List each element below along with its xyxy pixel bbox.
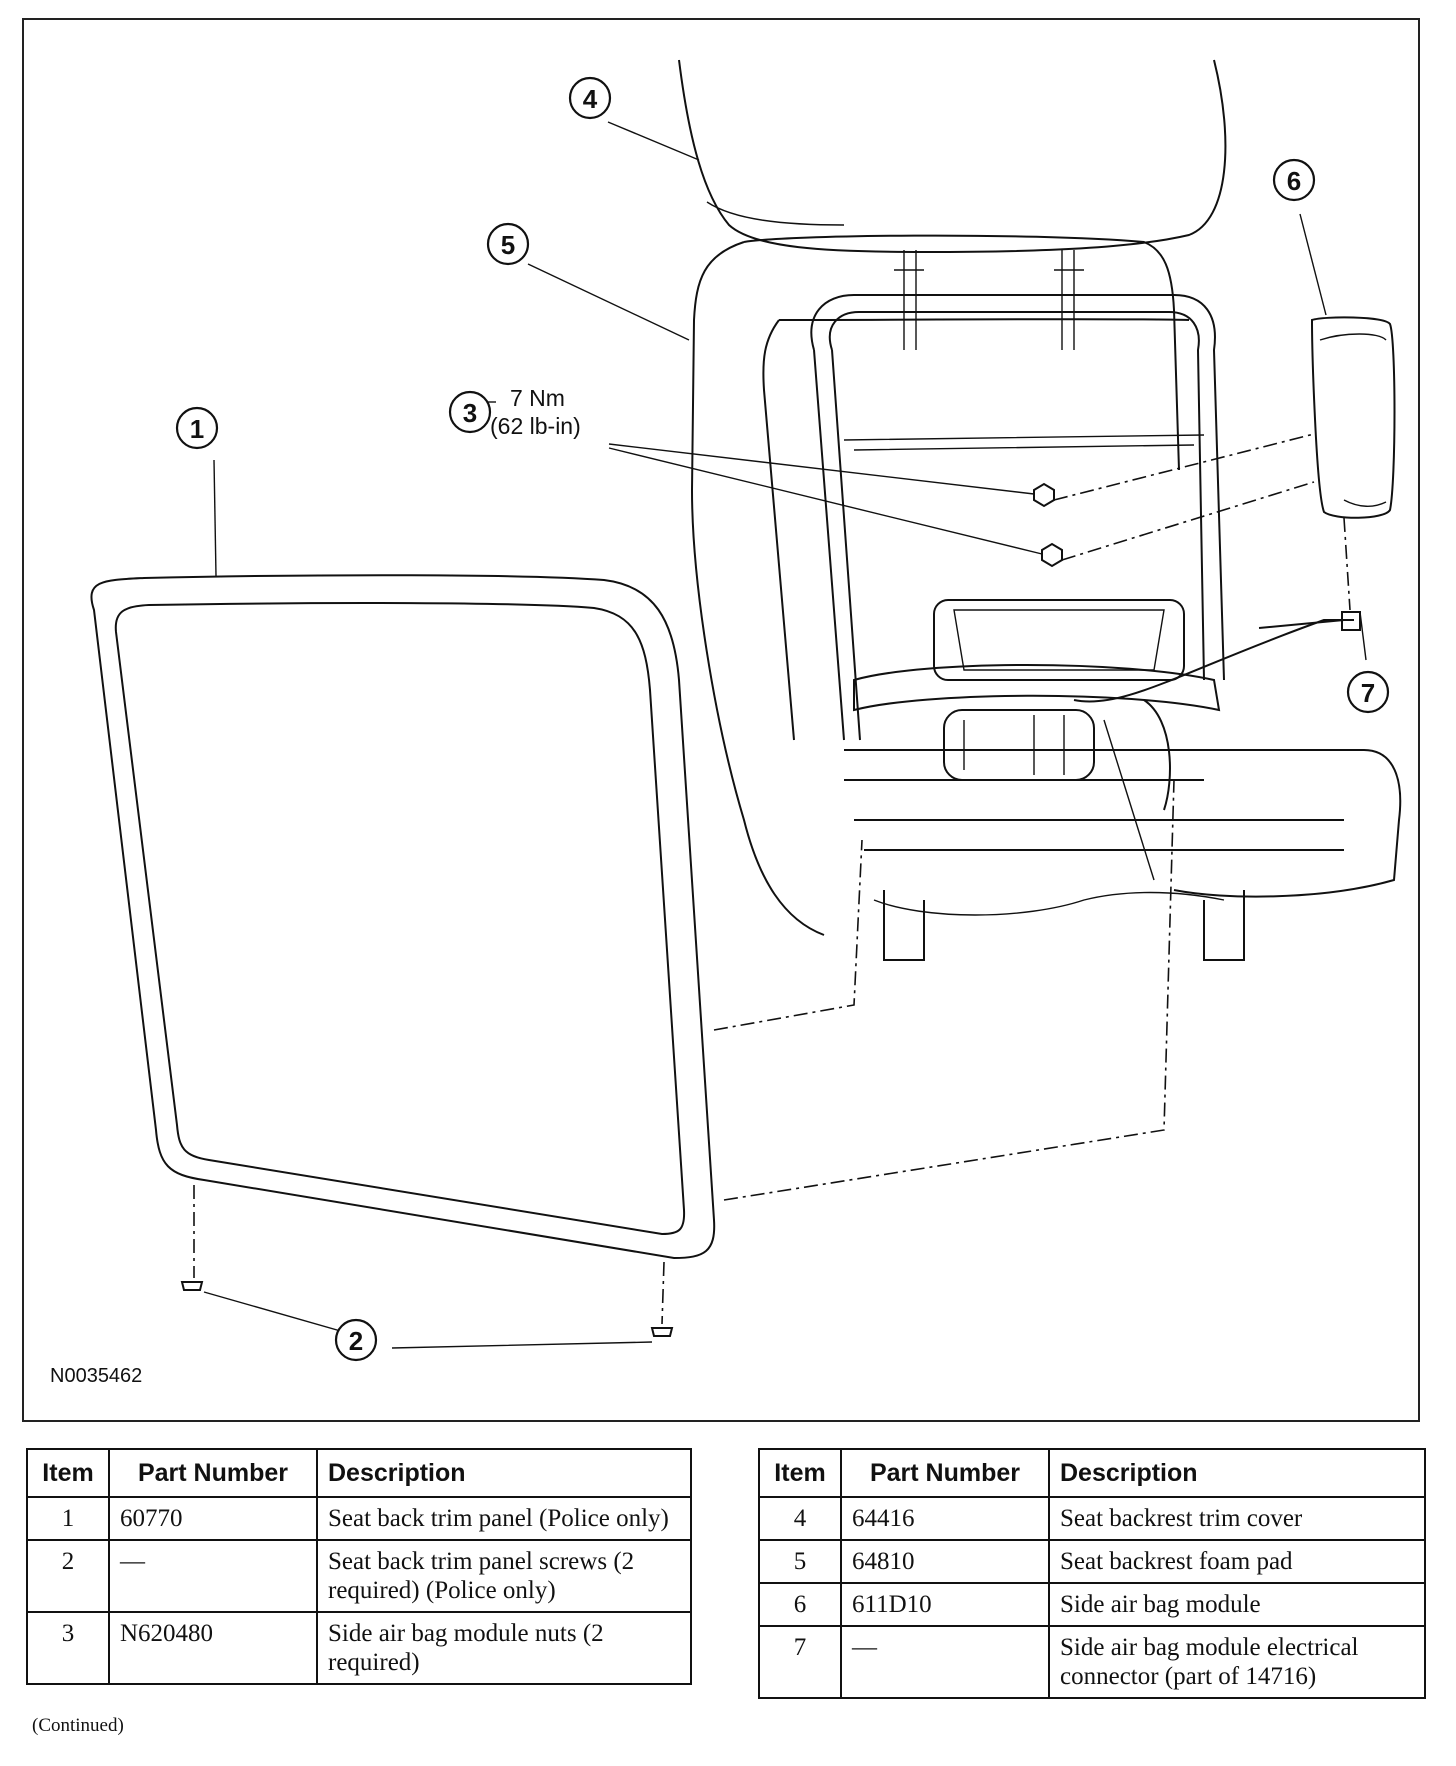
table-row: 6 611D10 Side air bag module — [758, 1582, 1426, 1627]
seat-back-trim-panel-screws — [180, 1281, 674, 1337]
part-number-cell: — — [840, 1625, 1050, 1699]
callout-6: 6 — [1272, 158, 1316, 202]
side-air-bag-module — [1310, 316, 1396, 519]
table-row: 3 N620480 Side air bag module nuts (2 re… — [26, 1611, 692, 1685]
torque-value: 7 Nm — [510, 385, 565, 411]
parts-table-left: Item Part Number Description 1 60770 Sea… — [26, 1448, 692, 1685]
side-air-bag-connector — [1258, 611, 1361, 631]
callout-label-4: 4 — [583, 84, 598, 114]
callout-5: 5 — [486, 222, 530, 266]
header-part-number: Part Number — [840, 1448, 1050, 1498]
torque-value-alt: (62 lb-in) — [490, 413, 581, 439]
parts-table-right: Item Part Number Description 4 64416 Sea… — [758, 1448, 1426, 1699]
table-header-row: Item Part Number Description — [758, 1448, 1426, 1498]
table-row: 4 64416 Seat backrest trim cover — [758, 1496, 1426, 1541]
seat-backrest-trim-cover — [678, 59, 1227, 254]
seat-diagram: 1 2 3 4 5 6 7 7 Nm (62 lb-in) N0035462 — [50, 59, 1402, 1387]
exploded-view-figure: 1 2 3 4 5 6 7 7 Nm (62 lb-in) N0035462 — [22, 18, 1420, 1422]
callout-1: 1 — [175, 406, 219, 450]
header-description: Description — [1048, 1448, 1426, 1498]
item-cell: 1 — [26, 1496, 110, 1541]
callout-label-6: 6 — [1287, 166, 1301, 196]
description-cell: Side air bag module nuts (2 required) — [316, 1611, 692, 1685]
table-row: 2 — Seat back trim panel screws (2 requi… — [26, 1539, 692, 1613]
figure-id: N0035462 — [50, 1365, 142, 1387]
leader-lines — [203, 121, 1367, 1349]
callout-label-5: 5 — [501, 230, 515, 260]
description-cell: Side air bag module — [1048, 1582, 1426, 1627]
header-item: Item — [26, 1448, 110, 1498]
part-number-cell: — — [108, 1539, 318, 1613]
part-number-cell: 64416 — [840, 1496, 1050, 1541]
table-row: 7 — Side air bag module electrical conne… — [758, 1625, 1426, 1699]
alignment-lines — [193, 433, 1351, 1325]
header-part-number: Part Number — [108, 1448, 318, 1498]
table-row: 1 60770 Seat back trim panel (Police onl… — [26, 1496, 692, 1541]
item-cell: 7 — [758, 1625, 842, 1699]
headrest-posts — [894, 250, 1084, 350]
part-number-cell: N620480 — [108, 1611, 318, 1685]
item-cell: 3 — [26, 1611, 110, 1685]
description-cell: Seat back trim panel screws (2 required)… — [316, 1539, 692, 1613]
callout-7: 7 — [1346, 670, 1390, 714]
header-item: Item — [758, 1448, 842, 1498]
table-row: 5 64810 Seat backrest foam pad — [758, 1539, 1426, 1584]
item-cell: 5 — [758, 1539, 842, 1584]
seat-back-trim-panel — [90, 574, 716, 1260]
item-cell: 6 — [758, 1582, 842, 1627]
callout-label-3: 3 — [463, 398, 477, 428]
seat-backrest-foam-pad — [690, 234, 1190, 936]
header-description: Description — [316, 1448, 692, 1498]
part-number-cell: 611D10 — [840, 1582, 1050, 1627]
callout-2: 2 — [334, 1318, 378, 1362]
callout-3: 3 — [448, 390, 492, 434]
continued-note: (Continued) — [32, 1715, 124, 1736]
callout-label-2: 2 — [349, 1326, 363, 1356]
part-number-cell: 60770 — [108, 1496, 318, 1541]
callout-label-7: 7 — [1361, 678, 1375, 708]
callout-label-1: 1 — [190, 414, 204, 444]
description-cell: Seat backrest trim cover — [1048, 1496, 1426, 1541]
item-cell: 2 — [26, 1539, 110, 1613]
callout-4: 4 — [568, 76, 612, 120]
description-cell: Seat back trim panel (Police only) — [316, 1496, 692, 1541]
description-cell: Side air bag module electrical connector… — [1048, 1625, 1426, 1699]
seat-frame — [810, 294, 1402, 961]
part-number-cell: 64810 — [840, 1539, 1050, 1584]
table-header-row: Item Part Number Description — [26, 1448, 692, 1498]
item-cell: 4 — [758, 1496, 842, 1541]
description-cell: Seat backrest foam pad — [1048, 1539, 1426, 1584]
